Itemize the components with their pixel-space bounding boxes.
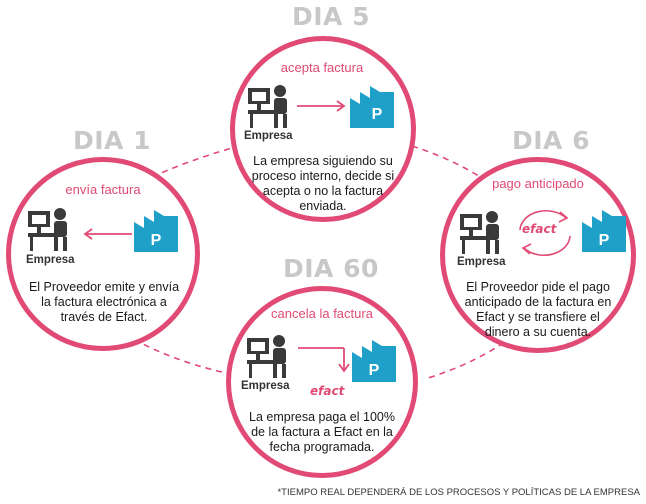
day1-company: Empresa — [26, 254, 75, 266]
efact-logo: efact — [310, 384, 345, 398]
day60-description: La empresa paga el 100% de la factura a … — [249, 410, 395, 454]
efact-logo: efact — [522, 222, 557, 236]
day60-circle — [226, 286, 418, 478]
day6-description: El Proveedor pide el pago anticipado de … — [464, 280, 612, 339]
day5-title: DIA 5 — [292, 2, 371, 31]
factory-letter: P — [372, 106, 383, 123]
day5-label: acepta factura — [280, 60, 364, 75]
day60-label: cancela la factura — [271, 306, 373, 321]
day1-label: envía factura — [65, 182, 141, 197]
day60-title: DIA 60 — [283, 254, 379, 283]
factory-letter: P — [599, 232, 610, 249]
factory-icon: P — [350, 86, 394, 128]
day1-circle — [6, 157, 200, 351]
footnote: *TIEMPO REAL DEPENDERÁ DE LOS PROCESOS Y… — [277, 487, 640, 498]
person-computer-icon — [248, 85, 287, 128]
exchange-cycle-icon — [519, 210, 571, 256]
person-computer-icon — [247, 335, 286, 378]
day5-description: La empresa siguiendo su proceso interno,… — [251, 154, 395, 213]
factory-icon: P — [582, 210, 626, 252]
day60-company: Empresa — [241, 380, 290, 392]
connector-d5-d6 — [411, 145, 483, 179]
day6-company: Empresa — [457, 256, 506, 268]
day5-circle — [230, 36, 416, 222]
arrow-down-right-icon — [298, 347, 350, 373]
day6-title: DIA 6 — [512, 126, 591, 155]
factory-icon: P — [352, 340, 396, 382]
factory-letter: P — [151, 232, 162, 249]
person-computer-icon — [28, 208, 67, 251]
factory-letter: P — [369, 362, 380, 379]
factory-icon: P — [134, 210, 178, 252]
day5-company: Empresa — [244, 130, 293, 142]
connector-d1-d5 — [151, 147, 233, 178]
person-computer-icon — [460, 211, 499, 254]
day1-title: DIA 1 — [73, 126, 152, 155]
arrow-left-icon — [83, 228, 132, 240]
arrow-right-icon — [297, 100, 346, 112]
day1-description: El Proveedor emite y envía la factura el… — [28, 280, 180, 324]
day6-label: pago anticipado — [492, 176, 584, 191]
